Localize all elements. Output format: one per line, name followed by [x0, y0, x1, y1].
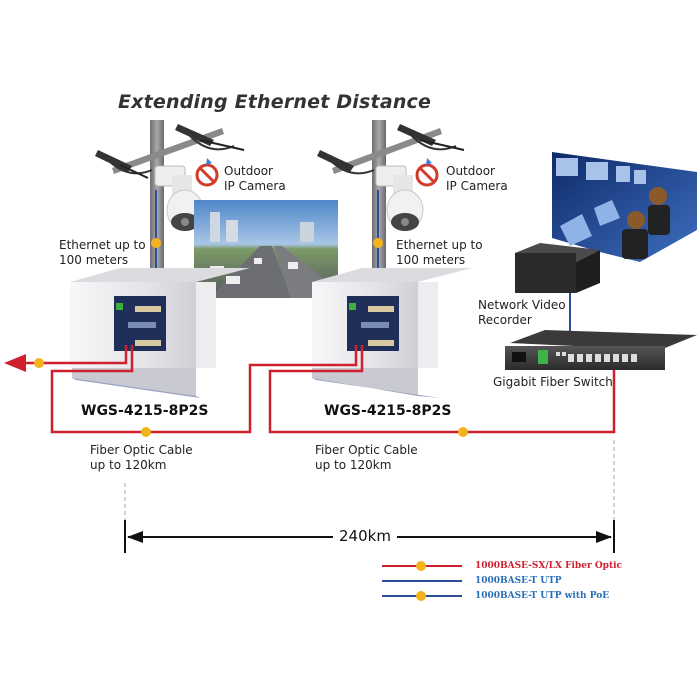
switch-model-2: WGS-4215-8P2S [324, 403, 452, 419]
legend-utp-poe-label: 1000BASE-T UTP with PoE [475, 591, 610, 601]
wireless-off-icon-1 [195, 158, 219, 187]
poe-badge-1 [151, 238, 161, 248]
camera-label-1-line2: IP Camera [224, 179, 286, 193]
streetlight-1a [95, 150, 153, 179]
distance-arrow-left [127, 531, 143, 543]
nvr-label: Network Video Recorder [478, 298, 566, 328]
ethernet-label-2-line1: Ethernet up to [396, 238, 483, 252]
ethernet-label-2: Ethernet up to 100 meters [396, 238, 483, 268]
sfp-badge-link2 [458, 427, 468, 437]
core-switch-label: Gigabit Fiber Switch [493, 375, 613, 389]
fiber-label-1: Fiber Optic Cable up to 120km [90, 443, 193, 473]
ip-camera-2 [375, 165, 424, 231]
distance-arrow-right [596, 531, 612, 543]
streetlight-1b [175, 124, 245, 151]
fiber-label-2-line1: Fiber Optic Cable [315, 443, 418, 457]
switch-model-1: WGS-4215-8P2S [81, 403, 209, 419]
poe-badge-2 [373, 238, 383, 248]
streetlight-2a [317, 150, 375, 175]
legend-graphics [382, 561, 462, 601]
camera-label-2: Outdoor IP Camera [446, 164, 508, 194]
fiber-label-1-line1: Fiber Optic Cable [90, 443, 193, 457]
fiber-label-1-line2: up to 120km [90, 458, 167, 472]
legend-fiber-label: 1000BASE-SX/LX Fiber Optic [475, 561, 623, 571]
legend-utp-label: 1000BASE-T UTP [475, 576, 562, 586]
streetlight-2b [397, 124, 465, 151]
camera-label-1-line1: Outdoor [224, 164, 273, 178]
fiber-label-2-line2: up to 120km [315, 458, 392, 472]
fiber-uplink-left [25, 345, 128, 365]
nvr-device [515, 243, 600, 293]
sfp-badge-link1 [141, 427, 151, 437]
nvr-label-line1: Network Video [478, 298, 566, 312]
ethernet-label-1: Ethernet up to 100 meters [59, 238, 146, 268]
camera-label-1: Outdoor IP Camera [224, 164, 286, 194]
diagram-title: Extending Ethernet Distance [118, 91, 432, 113]
industrial-switch-1 [114, 296, 166, 351]
fiber-label-2: Fiber Optic Cable up to 120km [315, 443, 418, 473]
industrial-switch-2 [347, 296, 399, 351]
site-2-group [312, 120, 472, 398]
camera-label-2-line2: IP Camera [446, 179, 508, 193]
sfp-badge-left [34, 358, 44, 368]
gigabit-fiber-switch [505, 330, 697, 370]
operators [622, 187, 670, 259]
total-distance-label: 240km [333, 527, 397, 545]
camera-label-2-line1: Outdoor [446, 164, 495, 178]
fiber-arrowhead-left [4, 354, 26, 372]
control-room-group [505, 152, 697, 370]
fiber-link-site2-core [268, 345, 616, 434]
ethernet-label-1-line2: 100 meters [59, 253, 129, 267]
nvr-label-line2: Recorder [478, 313, 532, 327]
ethernet-label-1-line1: Ethernet up to [59, 238, 146, 252]
wireless-off-icon-2 [415, 158, 439, 187]
ethernet-label-2-line2: 100 meters [396, 253, 466, 267]
